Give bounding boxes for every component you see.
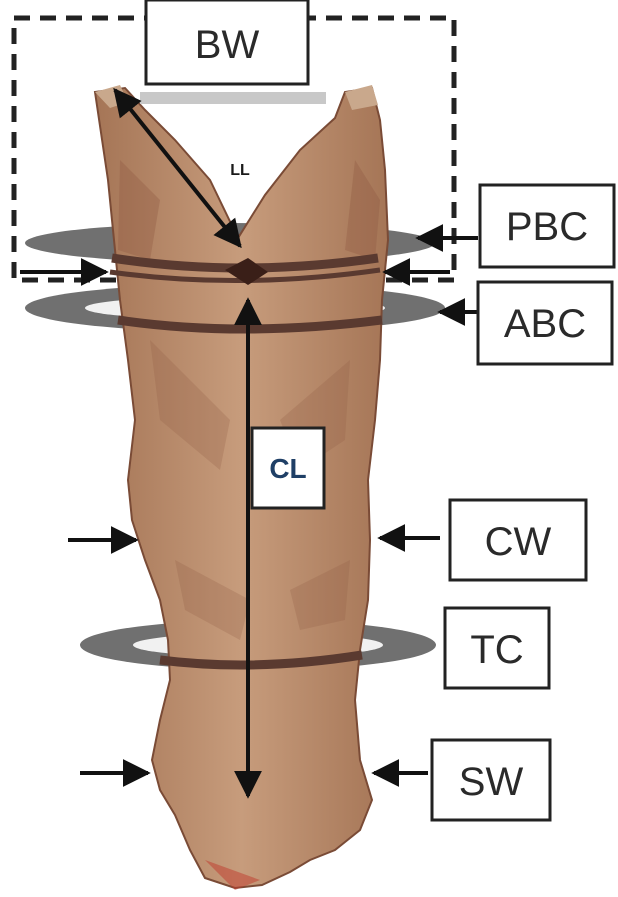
bw-label: BW — [195, 23, 260, 67]
cl-label: CL — [269, 453, 306, 484]
tc-label: TC — [470, 628, 523, 672]
bw-measure-bar — [140, 92, 326, 104]
sw-label: SW — [459, 760, 524, 804]
abc-label: ABC — [504, 302, 586, 346]
cw-label: CW — [485, 520, 552, 564]
pbc-label: PBC — [506, 205, 588, 249]
ll-label: LL — [230, 162, 250, 179]
